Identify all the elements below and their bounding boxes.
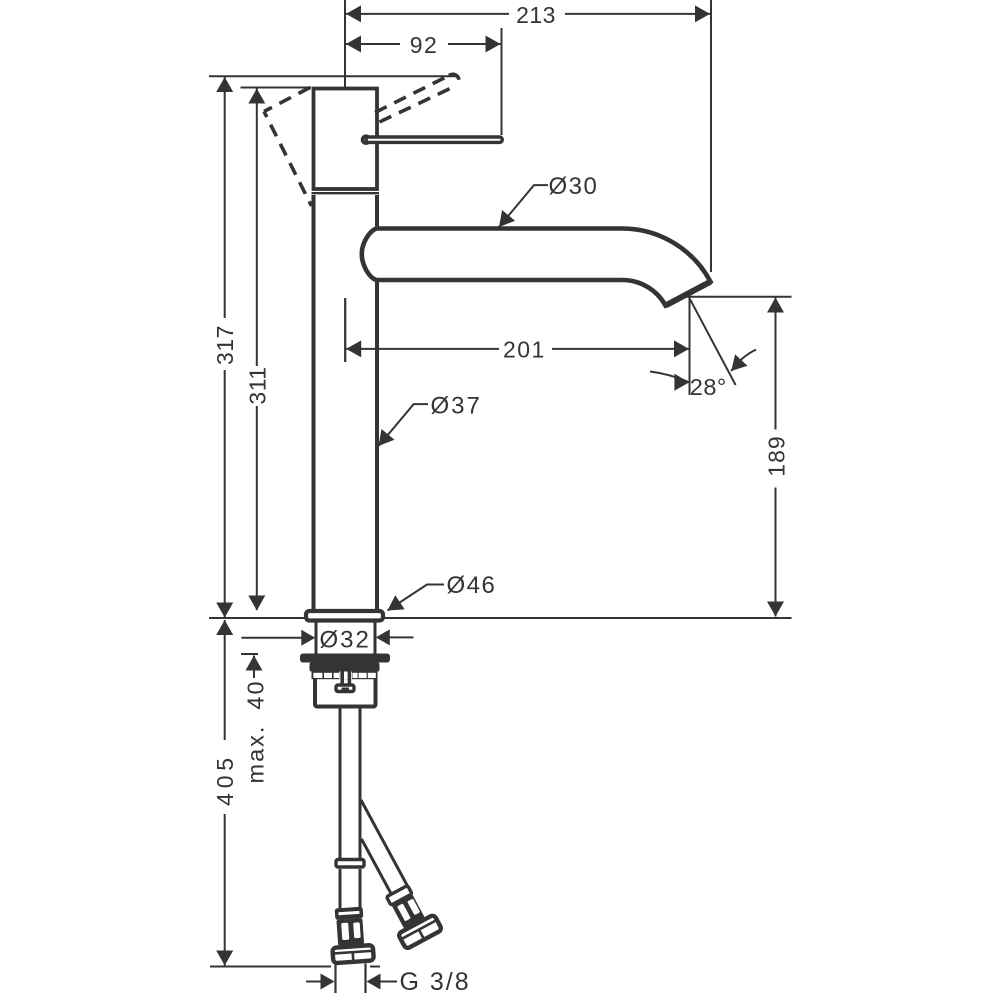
svg-text:Ø46: Ø46 — [447, 572, 497, 599]
svg-text:Ø37: Ø37 — [431, 393, 482, 420]
svg-text:28°: 28° — [690, 374, 727, 400]
svg-text:311: 311 — [244, 366, 270, 404]
svg-text:Ø30: Ø30 — [549, 173, 599, 200]
svg-text:max.: max. — [242, 725, 268, 784]
svg-text:317: 317 — [212, 325, 238, 365]
svg-text:92: 92 — [410, 32, 439, 58]
svg-text:213: 213 — [516, 2, 556, 28]
svg-text:G 3/8: G 3/8 — [400, 968, 471, 996]
svg-text:40: 40 — [242, 679, 268, 709]
svg-text:189: 189 — [764, 435, 790, 476]
svg-text:201: 201 — [503, 337, 546, 363]
svg-text:Ø32: Ø32 — [320, 626, 371, 653]
svg-text:405: 405 — [212, 753, 238, 806]
